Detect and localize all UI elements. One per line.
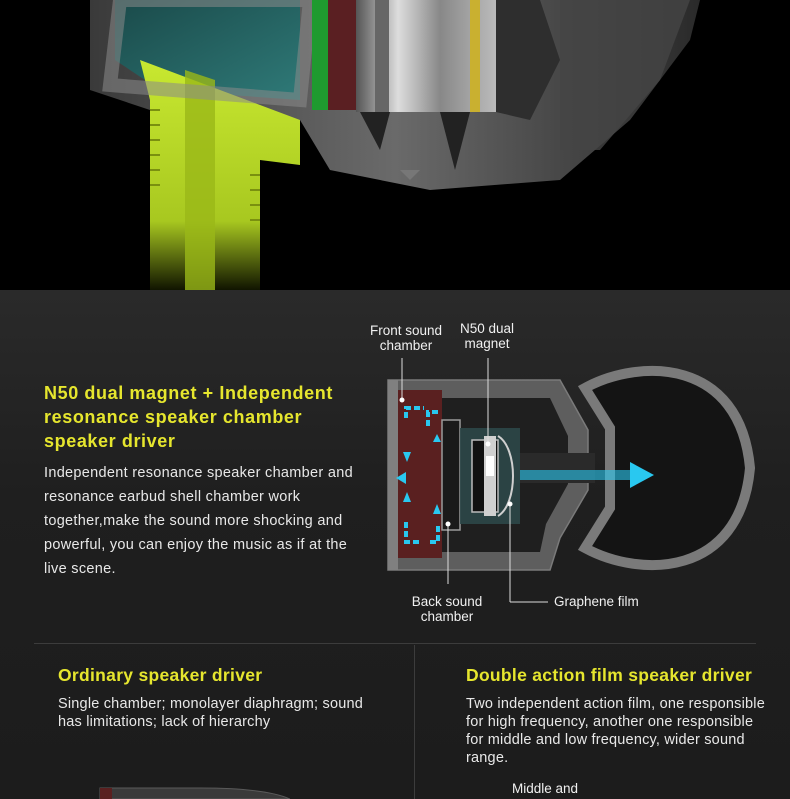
sound-arrow-shaft <box>520 470 630 480</box>
ordinary-driver-diagram-top <box>99 787 290 799</box>
airflow-arrows <box>404 406 440 544</box>
graphene-diaphragm <box>497 435 514 517</box>
section-divider <box>34 643 756 644</box>
sound-arrow-head <box>630 462 654 488</box>
ear-tip <box>577 365 756 571</box>
driver-frame <box>441 419 461 531</box>
double-driver-description: Two independent action film, one respons… <box>466 696 765 766</box>
double-driver-partial-label: Middle and <box>511 781 579 796</box>
n50-magnet-label: N50 dual magnet <box>459 321 515 351</box>
feature-title: N50 dual magnet + Independent resonance … <box>44 383 333 451</box>
front-chamber-label: Front sound chamber <box>369 323 443 353</box>
ordinary-driver-title: Ordinary speaker driver <box>58 665 263 685</box>
back-chamber-label: Back sound chamber <box>411 594 483 624</box>
airflow-arrowheads <box>396 434 441 514</box>
nozzle-threads <box>150 109 260 221</box>
double-driver-title: Double action film speaker driver <box>466 665 753 685</box>
red-block <box>328 0 356 110</box>
driver-diagram <box>380 318 770 628</box>
ordinary-driver-description: Single chamber; monolayer diaphragm; sou… <box>58 696 364 730</box>
callout-dots <box>399 397 513 527</box>
column-divider <box>414 645 415 799</box>
earphone-cutaway-illustration <box>90 0 700 290</box>
feature-description: Independent resonance speaker chamber an… <box>44 465 353 577</box>
driver-cross-section <box>387 358 756 603</box>
callout-lines <box>401 358 548 603</box>
graphene-film-label: Graphene film <box>554 594 639 609</box>
front-chamber <box>398 390 442 558</box>
lime-nozzle <box>140 60 300 290</box>
green-board <box>312 0 328 110</box>
earphone-cutaway-render <box>0 0 790 290</box>
